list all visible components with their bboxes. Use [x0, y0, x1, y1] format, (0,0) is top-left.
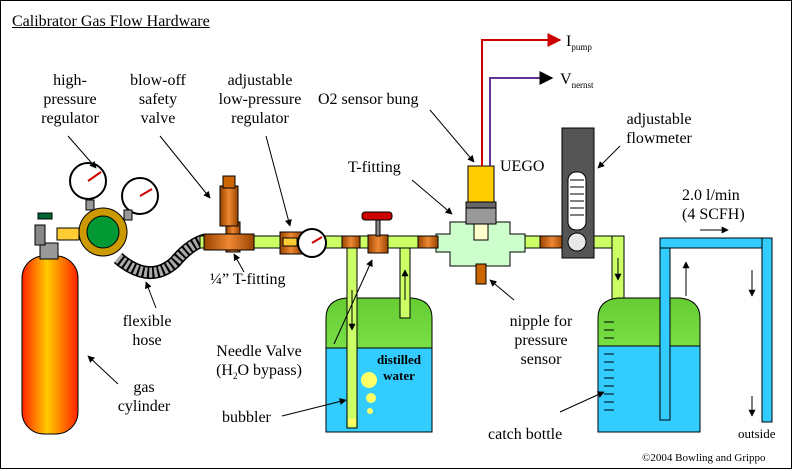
- gas-cylinder: [21, 212, 80, 435]
- vnernst-wire: [489, 71, 554, 166]
- label-uego: UEGO: [500, 158, 545, 175]
- label-blow-off-safety-valve: blow-off safety valve: [118, 71, 198, 128]
- label-gas-cylinder: gas cylinder: [104, 378, 184, 416]
- label-high-pressure-regulator: high- pressure regulator: [30, 71, 110, 128]
- blow-off-safety-valve: [219, 175, 239, 227]
- label-line: adjustable: [626, 111, 692, 128]
- uego-sensor: [467, 165, 495, 203]
- catch-bottle: [597, 237, 701, 433]
- label-flexible-hose: flexible hose: [112, 312, 182, 350]
- label-line: hose: [132, 332, 162, 349]
- label-adjustable-low-pressure-regulator: adjustable low-pressure regulator: [205, 71, 315, 128]
- label-line: pressure: [514, 332, 568, 349]
- label-line: water: [383, 368, 415, 383]
- label-sub: nernst: [571, 80, 594, 91]
- label-line: gas: [133, 379, 155, 396]
- copyright: ©2004 Bowling and Grippo: [642, 452, 766, 464]
- label-line: high-: [53, 72, 87, 89]
- label-o2-sensor-bung: O2 sensor bung: [318, 91, 419, 108]
- label-line: distilled: [376, 352, 422, 367]
- label-i-pump: Ipump: [566, 32, 592, 57]
- label-line: safety: [138, 91, 178, 108]
- label-flow-rate: 2.0 l/min (4 SCFH): [682, 186, 745, 224]
- quarter-t-fitting: [203, 233, 255, 251]
- label-line: cylinder: [117, 398, 171, 415]
- label-needle-valve: Needle Valve (H2O bypass): [196, 342, 322, 386]
- label-bubbler: bubbler: [222, 409, 271, 426]
- flexible-hose: [114, 235, 207, 278]
- label-t-fitting: T-fitting: [348, 159, 401, 176]
- label-line: (H2O bypass): [196, 361, 322, 386]
- label-line: adjustable: [227, 72, 293, 89]
- label-outside: outside: [738, 426, 776, 441]
- page-title: Calibrator Gas Flow Hardware: [12, 13, 210, 30]
- label-v-nernst: Vnernst: [560, 70, 594, 95]
- label-sub: pump: [571, 42, 592, 53]
- label-main: V: [560, 71, 572, 88]
- label-line: sensor: [520, 351, 562, 368]
- high-pressure-regulator: [69, 162, 159, 257]
- label-part: (H: [216, 362, 233, 379]
- bubbler-bottle: [325, 247, 433, 433]
- label-line: pressure: [43, 91, 97, 108]
- label-line: low-pressure: [218, 91, 302, 108]
- label-catch-bottle: catch bottle: [488, 426, 563, 443]
- ipump-wire: [481, 33, 562, 166]
- adjustable-flowmeter: [561, 127, 595, 259]
- label-line: (4 SCFH): [682, 206, 745, 223]
- label-line: blow-off: [130, 72, 186, 89]
- o2-sensor-t-fitting: [435, 201, 526, 285]
- label-sub: 2: [232, 371, 238, 382]
- label-quarter-t-fitting: ¼” T-fitting: [210, 271, 286, 288]
- label-line: valve: [140, 110, 176, 127]
- label-part: O bypass): [237, 362, 302, 379]
- label-line: flexible: [122, 313, 172, 330]
- label-line: regulator: [41, 110, 99, 127]
- label-line: Needle Valve: [216, 343, 302, 360]
- label-line: flowmeter: [626, 130, 692, 147]
- label-nipple: nipple for pressure sensor: [496, 312, 586, 369]
- label-line: regulator: [231, 110, 289, 127]
- outlet-tube: [659, 226, 773, 423]
- label-line: nipple for: [509, 313, 573, 330]
- label-distilled-water: distilled water: [368, 352, 430, 384]
- low-pressure-regulator: [279, 228, 327, 258]
- label-adjustable-flowmeter: adjustable flowmeter: [614, 110, 704, 148]
- label-main: I: [566, 33, 572, 50]
- label-line: 2.0 l/min: [682, 187, 740, 204]
- needle-valve: [361, 211, 393, 254]
